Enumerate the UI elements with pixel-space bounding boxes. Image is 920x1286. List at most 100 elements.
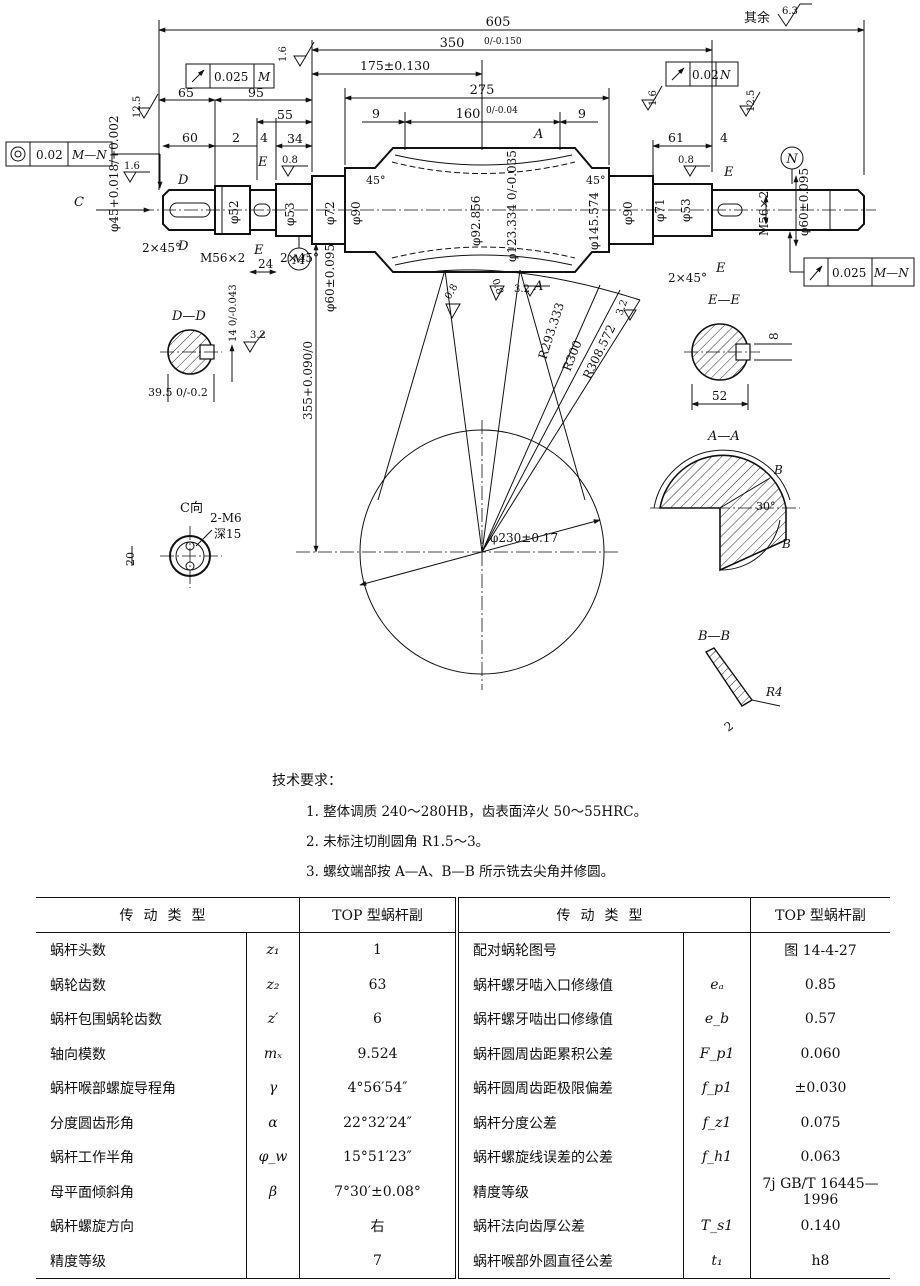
param-symbol: eₐ bbox=[683, 967, 751, 1002]
svg-text:φ92.856: φ92.856 bbox=[469, 196, 483, 246]
param-symbol: γ bbox=[246, 1071, 300, 1106]
svg-text:12.5: 12.5 bbox=[746, 90, 757, 112]
datum-m: M bbox=[287, 236, 311, 271]
svg-text:160: 160 bbox=[456, 107, 481, 122]
svg-text:605: 605 bbox=[486, 15, 511, 30]
svg-text:深15: 深15 bbox=[214, 527, 241, 541]
dimension-350: 350 0/-0.150 bbox=[311, 36, 713, 53]
svg-text:其余: 其余 bbox=[744, 10, 770, 26]
param-name: 精度等级 bbox=[36, 1243, 247, 1279]
svg-text:24: 24 bbox=[258, 257, 274, 271]
svg-text:E: E bbox=[257, 155, 268, 170]
svg-text:φ71: φ71 bbox=[653, 198, 667, 222]
svg-text:E—E: E—E bbox=[707, 293, 740, 308]
param-symbol: mₓ bbox=[246, 1036, 300, 1071]
section-dd: D—D 14 0/-0.043 39.5 0/-0.2 bbox=[148, 284, 239, 402]
svg-text:1.6: 1.6 bbox=[648, 90, 659, 106]
param-value: 63 bbox=[299, 967, 459, 1002]
svg-text:34: 34 bbox=[287, 131, 303, 146]
table-row: 蜗杆包围蜗轮齿数 z′ 6 蜗杆螺牙啮出口修缘值 e_b 0.57 bbox=[36, 1002, 890, 1037]
svg-text:2×45°: 2×45° bbox=[142, 241, 181, 255]
header-left-label: 传动类型 bbox=[36, 897, 300, 933]
svg-text:R300: R300 bbox=[560, 338, 585, 373]
corner-roughness-note: 其余 6.3 bbox=[744, 3, 812, 27]
svg-text:M—N: M—N bbox=[71, 148, 107, 162]
param-symbol bbox=[246, 1243, 300, 1279]
param-symbol: z₂ bbox=[246, 967, 300, 1002]
dimension-60-2-4: 60 2 4 bbox=[162, 130, 268, 149]
param-value: 图 14-4-27 bbox=[784, 943, 857, 960]
param-name: 配对蜗轮图号 bbox=[457, 932, 684, 968]
param-value: 22°32′24″ bbox=[299, 1105, 459, 1140]
svg-text:0/-0.04: 0/-0.04 bbox=[486, 106, 518, 116]
section-markers: C D D E E E E A A bbox=[74, 127, 734, 294]
svg-text:55: 55 bbox=[277, 107, 293, 122]
svg-text:9: 9 bbox=[578, 106, 586, 121]
param-name: 分度圆齿形角 bbox=[36, 1105, 247, 1140]
fcf-runout-n: 0.02 N bbox=[665, 61, 739, 87]
svg-text:0.02: 0.02 bbox=[36, 148, 63, 162]
svg-text:D—D: D—D bbox=[171, 309, 206, 324]
param-symbol: t₁ bbox=[683, 1243, 751, 1279]
param-value: 0.140 bbox=[800, 1218, 841, 1235]
param-value: 9.524 bbox=[299, 1036, 459, 1071]
svg-text:A: A bbox=[533, 127, 543, 142]
svg-text:φ60±0.095: φ60±0.095 bbox=[797, 168, 811, 236]
svg-text:0.025: 0.025 bbox=[832, 266, 866, 280]
param-name: 母平面倾斜角 bbox=[36, 1174, 247, 1209]
table-row: 蜗杆头数 z₁ 1 配对蜗轮图号 图 14-4-27 bbox=[36, 932, 890, 968]
svg-text:φ123.334 0/-0.035: φ123.334 0/-0.035 bbox=[505, 150, 519, 262]
svg-text:N: N bbox=[785, 152, 798, 167]
param-symbol bbox=[246, 1209, 300, 1244]
svg-text:B: B bbox=[773, 463, 783, 477]
svg-text:8: 8 bbox=[767, 332, 781, 340]
param-value: 0.060 bbox=[800, 1045, 841, 1062]
svg-text:0/-0.150: 0/-0.150 bbox=[484, 37, 522, 47]
svg-text:R308.572: R308.572 bbox=[580, 322, 618, 381]
fcf-runout-m: 0.025 M bbox=[185, 63, 275, 89]
svg-text:1.6: 1.6 bbox=[124, 161, 140, 172]
svg-text:175±0.130: 175±0.130 bbox=[360, 58, 430, 73]
param-name: 蜗杆工作半角 bbox=[36, 1140, 247, 1175]
dimension-9-160-9: 9 160 0/-0.04 9 bbox=[362, 106, 598, 125]
dimension-55-34: 55 34 bbox=[256, 107, 313, 149]
param-symbol bbox=[683, 932, 751, 968]
svg-text:M56×2: M56×2 bbox=[200, 251, 245, 265]
svg-text:φ45+0.018/+0.002: φ45+0.018/+0.002 bbox=[107, 115, 121, 232]
tech-item: 2. 未标注切削圆角 R1.5～3。 bbox=[306, 834, 490, 850]
svg-text:B: B bbox=[781, 537, 791, 551]
table-row: 分度圆齿形角 α 22°32′24″ 蜗杆分度公差 f_z1 0.075 bbox=[36, 1105, 890, 1140]
dimension-275: 275 bbox=[344, 83, 610, 101]
technical-requirements: 技术要求： 1. 整体调质 240～280HB，齿表面淬火 50～55HRC。 … bbox=[272, 770, 892, 890]
svg-text:0.8: 0.8 bbox=[443, 282, 460, 301]
param-value: 6 bbox=[299, 1002, 459, 1037]
param-symbol: T_s1 bbox=[683, 1209, 751, 1244]
worm-parameter-table: 传动类型 TOP 型蜗杆副 传动类型 TOP 型蜗杆副 蜗杆头数 z₁ 1 配对… bbox=[36, 897, 890, 1279]
param-name: 精度等级 bbox=[457, 1174, 684, 1209]
datum-n: N bbox=[780, 146, 804, 184]
svg-text:45°: 45° bbox=[366, 174, 386, 187]
svg-text:275: 275 bbox=[470, 83, 495, 98]
svg-text:0.8: 0.8 bbox=[678, 155, 694, 166]
table-header-row: 传动类型 TOP 型蜗杆副 传动类型 TOP 型蜗杆副 bbox=[36, 897, 890, 933]
param-symbol: φ_w bbox=[246, 1140, 300, 1175]
header-left-value: TOP 型蜗杆副 bbox=[299, 897, 459, 933]
param-value: 15°51′23″ bbox=[299, 1140, 459, 1175]
svg-text:φ230±0.17: φ230±0.17 bbox=[490, 531, 558, 545]
svg-text:6.3: 6.3 bbox=[782, 6, 798, 17]
header-right-value: TOP 型蜗杆副 bbox=[750, 897, 890, 933]
svg-text:0.8: 0.8 bbox=[282, 155, 298, 166]
param-symbol: α bbox=[246, 1105, 300, 1140]
param-value: ±0.030 bbox=[794, 1080, 847, 1097]
param-name: 蜗杆法向齿厚公差 bbox=[457, 1209, 684, 1244]
svg-text:φ53: φ53 bbox=[283, 202, 297, 226]
param-value: 4°56′54″ bbox=[299, 1071, 459, 1106]
fcf-coaxiality: 0.02 M—N bbox=[5, 141, 163, 189]
table-row: 蜗杆工作半角 φ_w 15°51′23″ 蜗杆螺旋线误差的公差 f_h1 0.0… bbox=[36, 1140, 890, 1175]
section-bb: B—B R4 2 bbox=[697, 629, 783, 734]
svg-text:9: 9 bbox=[372, 106, 380, 121]
param-name: 蜗杆包围蜗轮齿数 bbox=[36, 1002, 247, 1037]
dimension-605: 605 bbox=[158, 15, 865, 33]
svg-text:C: C bbox=[74, 195, 84, 210]
tech-item: 1. 整体调质 240～280HB，齿表面淬火 50～55HRC。 bbox=[306, 804, 648, 820]
